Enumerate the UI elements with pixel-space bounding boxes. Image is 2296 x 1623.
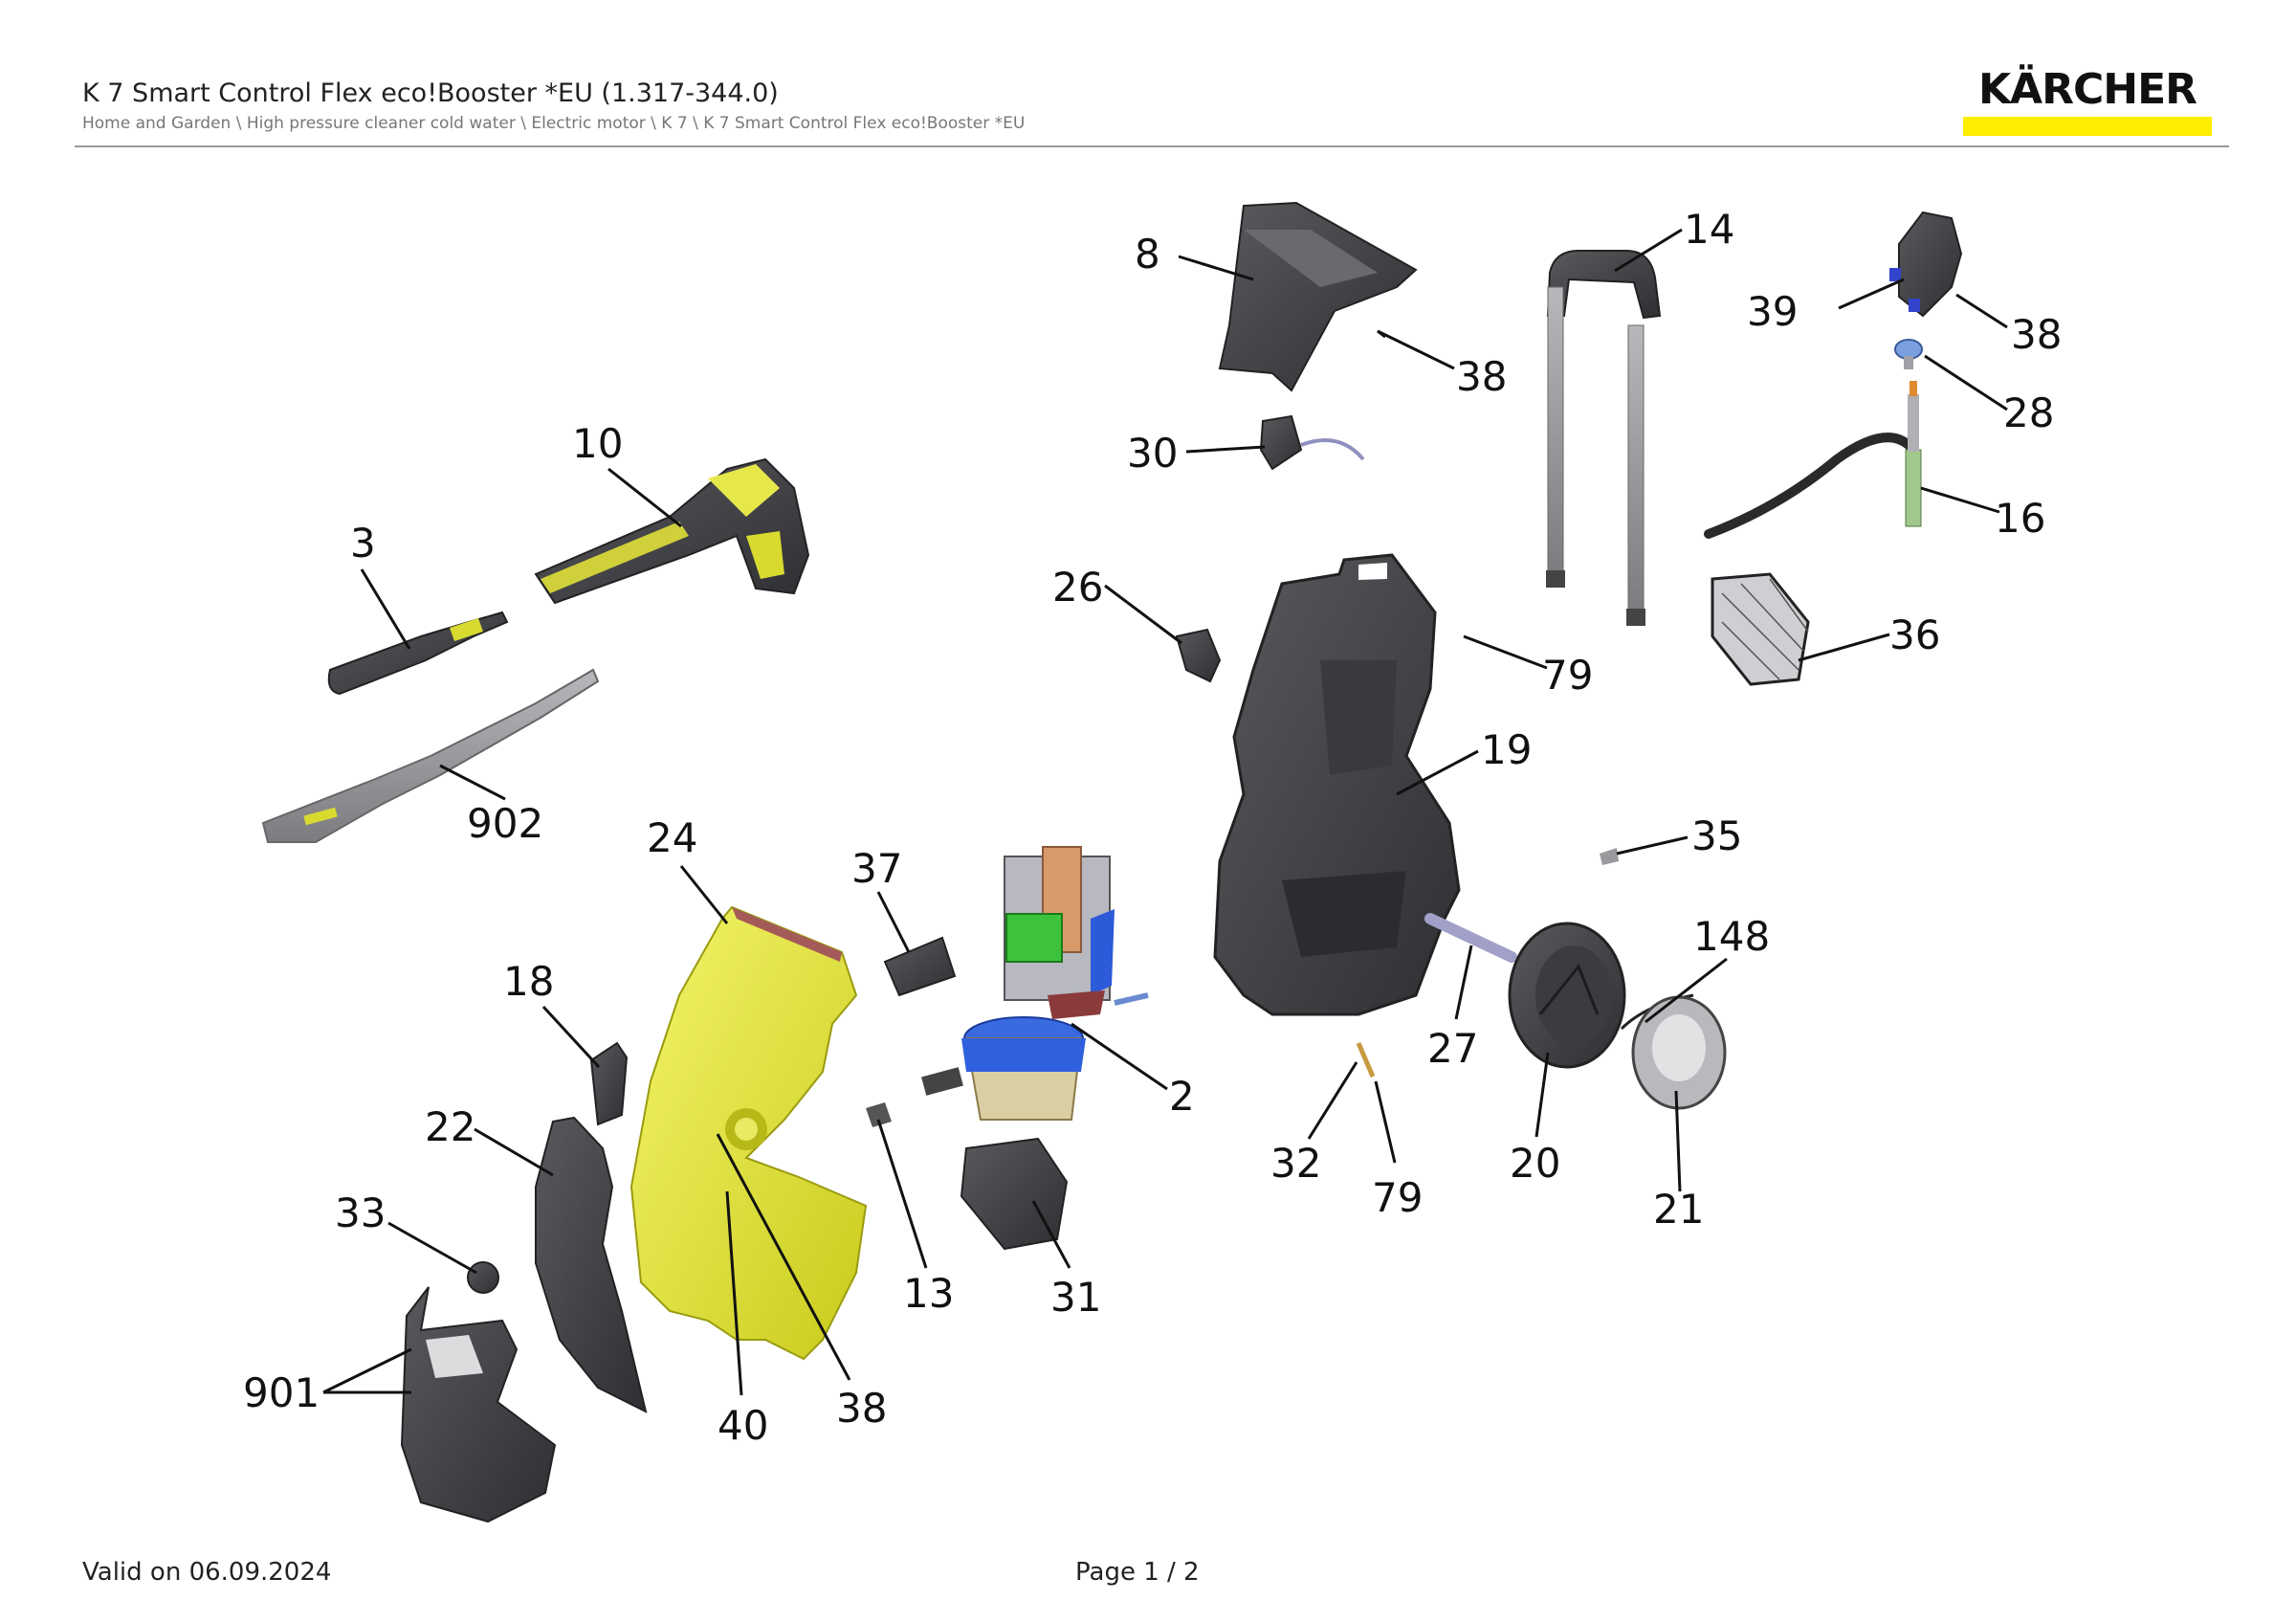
part-label-37: 37 bbox=[851, 845, 902, 892]
part-label-8: 8 bbox=[1135, 231, 1160, 278]
part-label-39: 39 bbox=[1747, 288, 1798, 335]
part-35-shape bbox=[1600, 848, 1619, 865]
part-label-79-bottom: 79 bbox=[1372, 1174, 1423, 1221]
part-label-27: 27 bbox=[1427, 1025, 1478, 1072]
page-title: K 7 Smart Control Flex eco!Booster *EU (… bbox=[82, 78, 779, 108]
part-27-shape bbox=[1424, 913, 1517, 963]
part-14-shape bbox=[1546, 250, 1662, 626]
part-901-shape bbox=[400, 1286, 557, 1523]
part-label-40: 40 bbox=[718, 1402, 768, 1449]
part-32-shape bbox=[1356, 1042, 1376, 1078]
part-28-shape bbox=[1894, 339, 1923, 369]
part-21-shape bbox=[1631, 995, 1727, 1110]
part-30-shape bbox=[1259, 414, 1365, 471]
part-label-31: 31 bbox=[1050, 1274, 1101, 1321]
leader-lines bbox=[322, 228, 2008, 1396]
part-label-148: 148 bbox=[1693, 913, 1770, 960]
part-label-14: 14 bbox=[1684, 206, 1734, 253]
part-3-shape bbox=[327, 611, 509, 696]
part-label-38-top-right: 38 bbox=[2011, 311, 2062, 358]
part-22-shape bbox=[535, 1116, 648, 1413]
brand-logo: KÄRCHER bbox=[1963, 65, 2212, 138]
part-label-28: 28 bbox=[2003, 389, 2054, 436]
valid-date: Valid on 06.09.2024 bbox=[82, 1558, 332, 1587]
part-19-shape bbox=[1213, 553, 1461, 1016]
part-902-shape bbox=[261, 668, 600, 843]
header-divider bbox=[75, 145, 2229, 147]
part-31-shape bbox=[960, 1137, 1069, 1251]
part-label-19: 19 bbox=[1481, 726, 1532, 773]
part-20-shape bbox=[1508, 922, 1626, 1069]
part-39-shape bbox=[1889, 211, 1963, 318]
part-label-10: 10 bbox=[572, 420, 623, 467]
part-13-shape bbox=[866, 1102, 892, 1127]
part-label-36: 36 bbox=[1889, 611, 1940, 658]
logo-wordmark: KÄRCHER bbox=[1977, 65, 2197, 114]
part-16-shape bbox=[1704, 381, 1922, 539]
part-label-24: 24 bbox=[647, 814, 697, 861]
part-labels: 8 14 39 38 38 28 16 10 3 30 26 79 36 19 … bbox=[243, 206, 2062, 1449]
page-number: Page 1 / 2 bbox=[1075, 1558, 1200, 1587]
part-33-shape bbox=[467, 1261, 499, 1294]
part-10-shape bbox=[534, 457, 810, 605]
part-label-2: 2 bbox=[1169, 1073, 1195, 1120]
part-37-shape bbox=[883, 936, 957, 997]
part-26-shape bbox=[1175, 628, 1222, 683]
part-2-shape bbox=[921, 846, 1149, 1121]
breadcrumb: Home and Garden \ High pressure cleaner … bbox=[82, 114, 1026, 133]
part-label-35: 35 bbox=[1691, 812, 1742, 859]
part-8-shape bbox=[1218, 201, 1418, 392]
part-label-79-top: 79 bbox=[1542, 652, 1593, 699]
part-label-13: 13 bbox=[903, 1270, 954, 1317]
part-label-21: 21 bbox=[1653, 1186, 1704, 1233]
part-label-18: 18 bbox=[503, 958, 554, 1005]
part-label-33: 33 bbox=[335, 1189, 386, 1236]
part-label-16: 16 bbox=[1995, 495, 2045, 542]
part-label-3: 3 bbox=[350, 520, 376, 567]
part-24-shape bbox=[629, 905, 868, 1361]
part-label-902: 902 bbox=[467, 800, 543, 847]
part-36-shape bbox=[1711, 572, 1810, 686]
part-label-32: 32 bbox=[1270, 1140, 1321, 1187]
part-18-shape bbox=[589, 1041, 629, 1126]
part-label-22: 22 bbox=[425, 1103, 475, 1150]
part-label-30: 30 bbox=[1127, 430, 1178, 477]
part-label-38-cover: 38 bbox=[1456, 353, 1507, 400]
logo-yellow-bar bbox=[1963, 117, 2212, 136]
part-label-26: 26 bbox=[1052, 564, 1103, 611]
part-label-38-panel: 38 bbox=[836, 1385, 887, 1432]
part-label-20: 20 bbox=[1510, 1140, 1560, 1187]
part-label-901: 901 bbox=[243, 1369, 320, 1416]
